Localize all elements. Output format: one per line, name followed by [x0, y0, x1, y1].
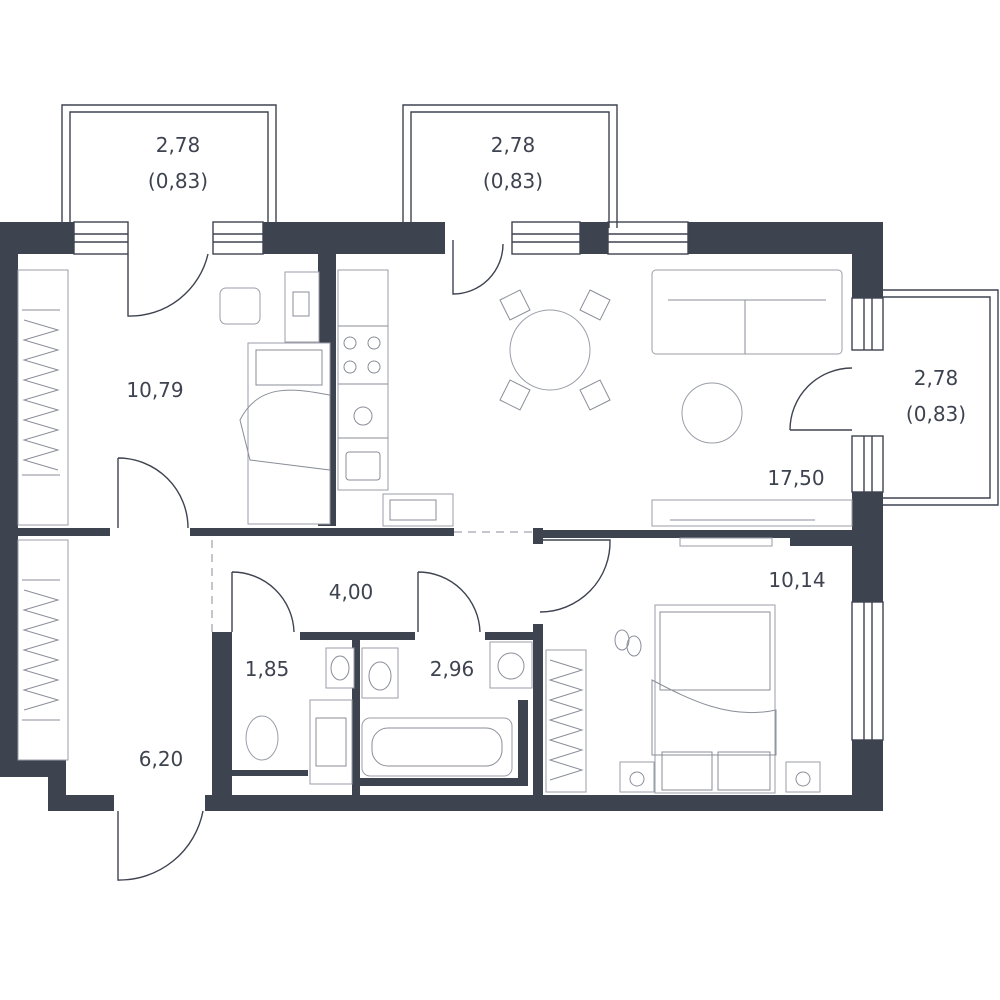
beds	[239, 342, 777, 794]
windows	[73, 221, 884, 741]
bedroom-left-area: 10,79	[126, 378, 184, 402]
walls	[0, 222, 883, 811]
balcony-middle-area-net: (0,83)	[482, 169, 544, 193]
balcony-right-area: 2,78	[913, 366, 959, 390]
balcony-right-label: 2,78 (0,83)	[906, 360, 966, 432]
balcony-right-area-net: (0,83)	[905, 402, 967, 426]
wc-area: 1,85	[244, 657, 290, 681]
hall-area: 4,00	[328, 580, 374, 604]
balcony-middle-area: 2,78	[490, 133, 536, 157]
living-furniture	[651, 269, 853, 547]
decor	[614, 629, 821, 793]
dining-table	[499, 289, 611, 411]
balcony-left-area-net: (0,83)	[147, 169, 209, 193]
bathroom-area: 2,96	[429, 657, 475, 681]
desk	[219, 271, 320, 343]
balcony-outlines	[61, 104, 999, 506]
wardrobes	[17, 269, 587, 793]
bathroom-fixtures	[245, 641, 533, 785]
balcony-left-area: 2,78	[155, 133, 201, 157]
doors	[117, 240, 853, 881]
balcony-left-label: 2,78 (0,83)	[148, 127, 208, 199]
kitchen	[337, 269, 454, 527]
living-kitchen-area: 17,50	[767, 466, 825, 490]
bedroom-right-area: 10,14	[768, 568, 826, 592]
balcony-middle-label: 2,78 (0,83)	[483, 127, 543, 199]
entrance-area: 6,20	[138, 747, 184, 771]
